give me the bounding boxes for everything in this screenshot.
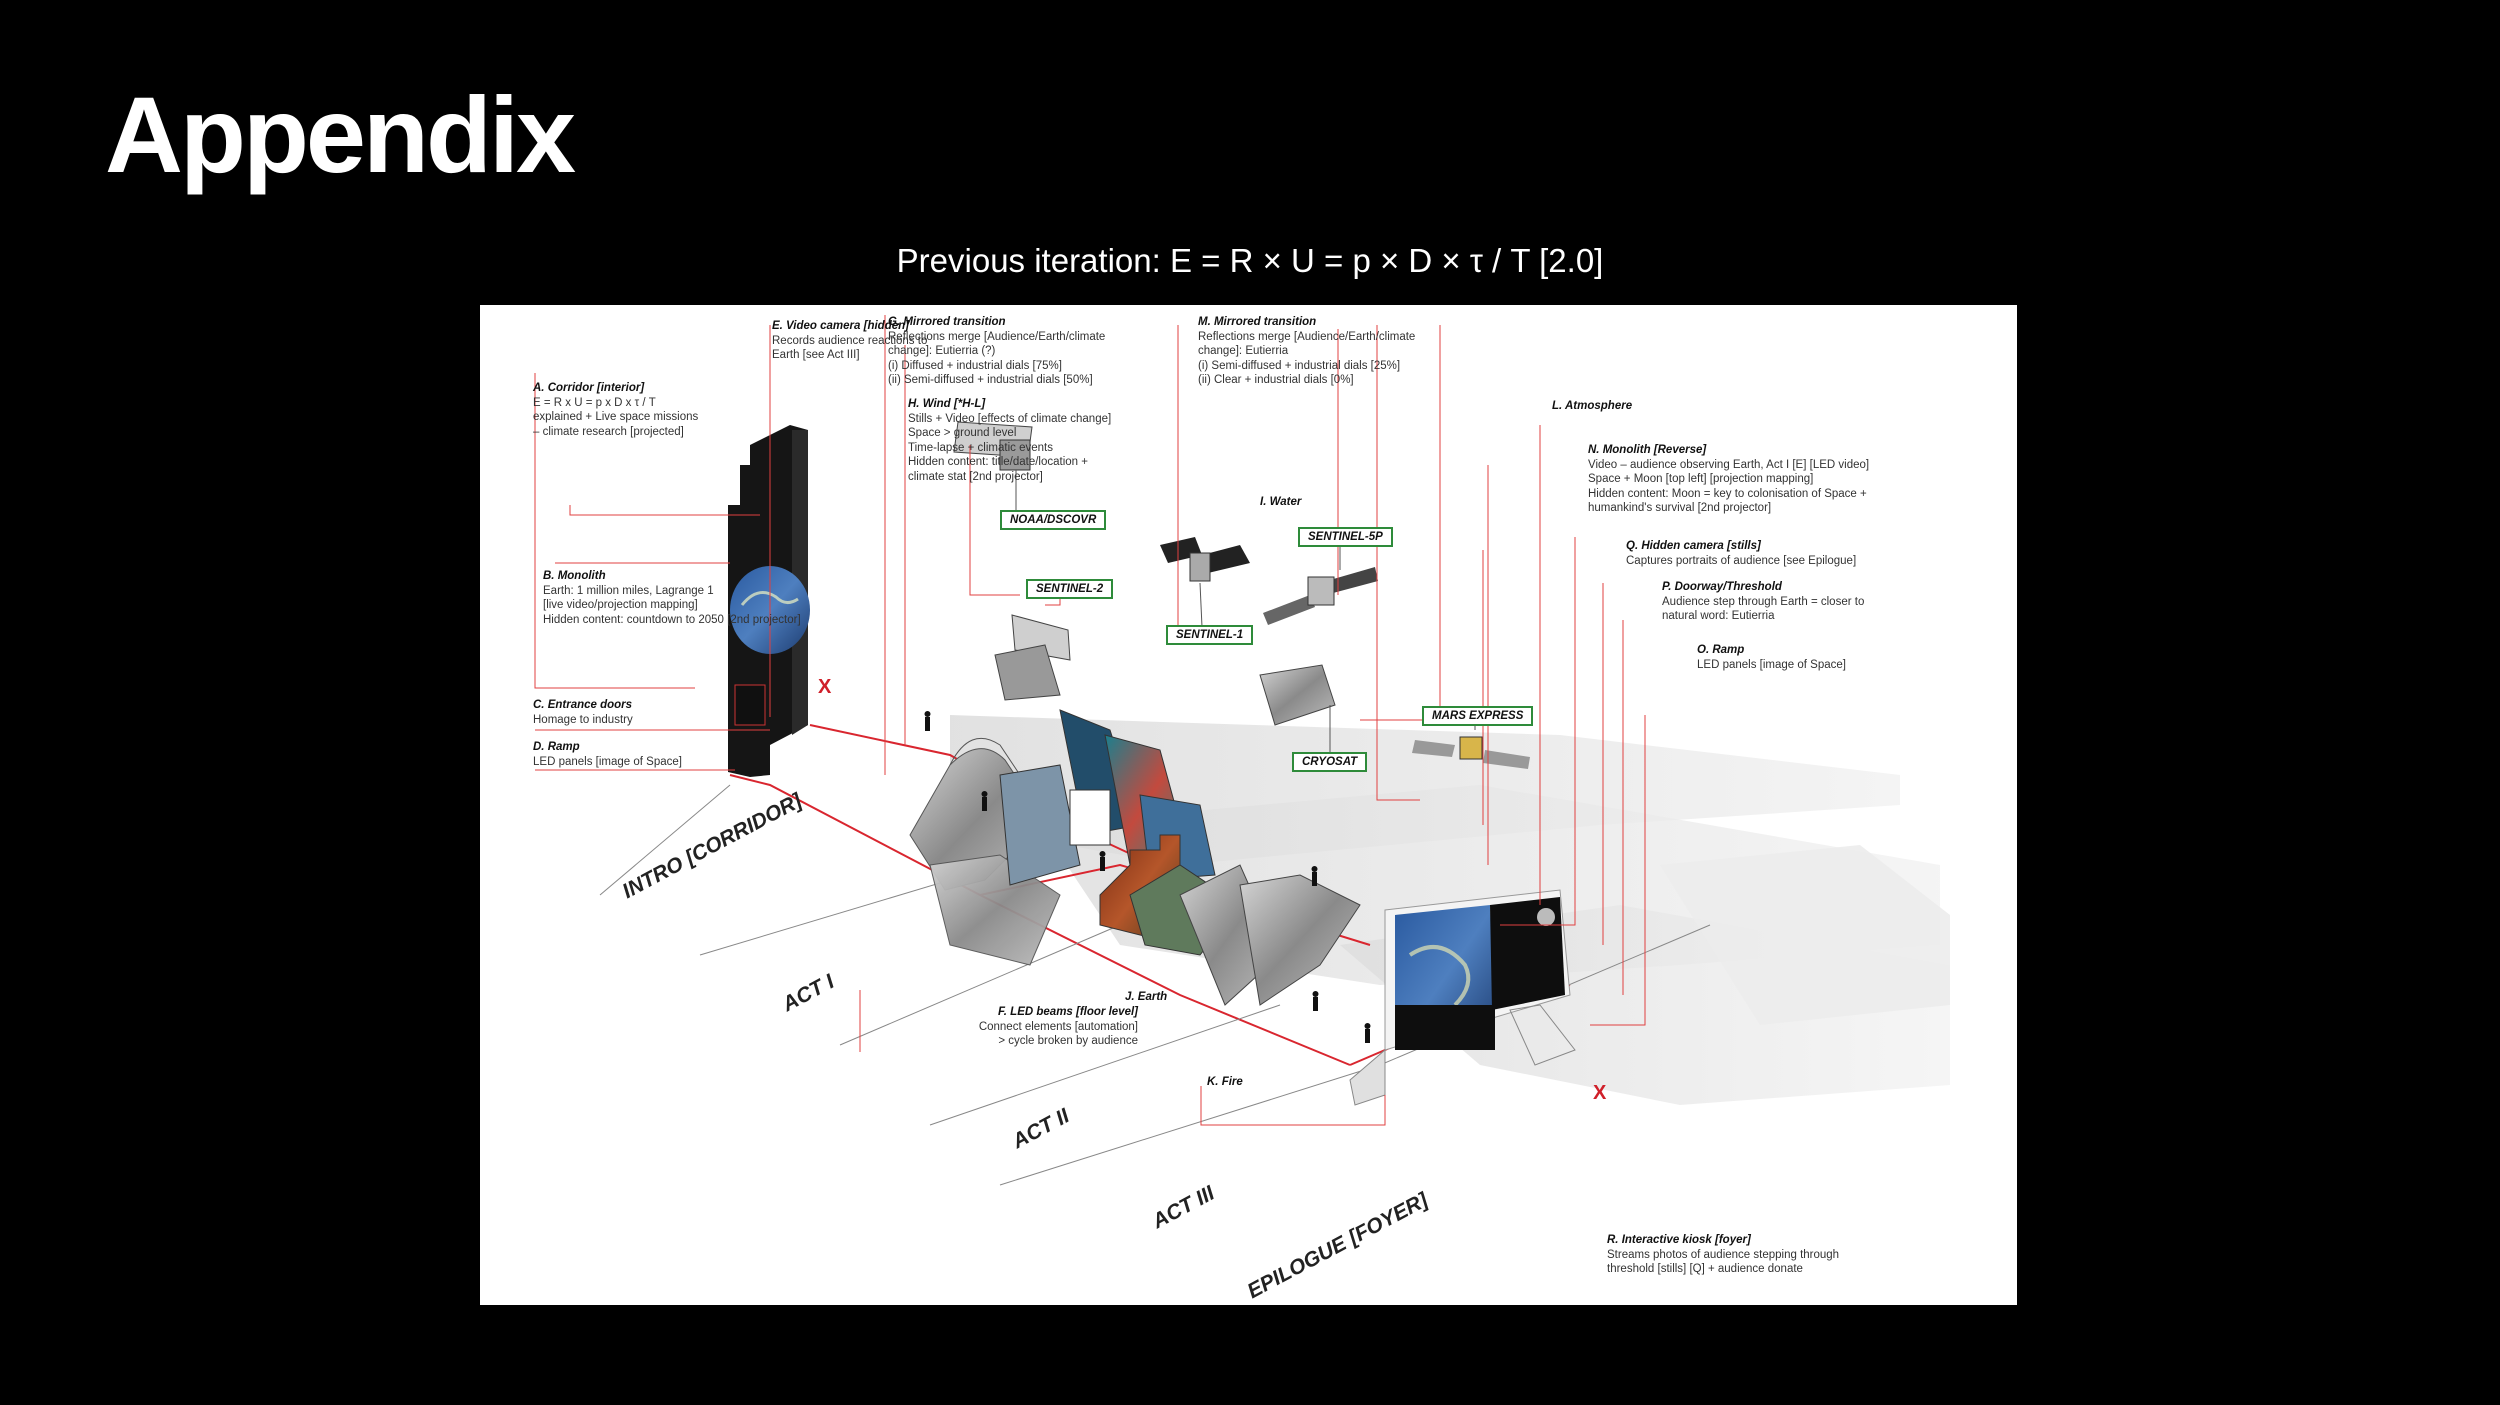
satellite-noaa-dscovr bbox=[953, 421, 1033, 515]
x-marker-b: X bbox=[818, 676, 832, 698]
exhibition-diagram: A. Corridor [interior]E = R x U = p x D … bbox=[480, 305, 2017, 1305]
annotation-l: L. Atmosphere bbox=[1552, 400, 1633, 412]
annotation-e: E. Video camera [hidden]Records audience… bbox=[772, 320, 928, 361]
annotation-n: N. Monolith [Reverse]Video – audience ob… bbox=[1588, 444, 1870, 514]
satellite-sentinel-2 bbox=[994, 614, 1071, 701]
slide-title: Appendix bbox=[105, 74, 576, 195]
satellite-sentinel-1 bbox=[1160, 537, 1250, 628]
annotation-r: R. Interactive kiosk [foyer]Streams phot… bbox=[1607, 1234, 1840, 1275]
tag-sentinel-2: SENTINEL-2 bbox=[1026, 579, 1114, 599]
tag-sentinel-1: SENTINEL-1 bbox=[1166, 625, 1254, 645]
annotation-q: Q. Hidden camera [stills]Captures portra… bbox=[1626, 540, 1857, 567]
x-marker-r: X bbox=[1593, 1082, 1607, 1104]
annotation-i: I. Water bbox=[1260, 496, 1302, 508]
annotation-k: K. Fire bbox=[1207, 1076, 1243, 1088]
annotation-leader-lines bbox=[534, 315, 1646, 1126]
annotation-h: H. Wind [*H-L]Stills + Video [effects of… bbox=[908, 398, 1112, 483]
tag-sentinel-5p: SENTINEL-5P bbox=[1298, 527, 1393, 547]
monolith-reverse bbox=[1349, 889, 1576, 1106]
satellite-sentinel-5p bbox=[1263, 537, 1378, 625]
annotation-a: A. Corridor [interior]E = R x U = p x D … bbox=[533, 382, 699, 438]
annotation-f: F. LED beams [floor level]Connect elemen… bbox=[978, 1006, 1138, 1047]
visitor-figures bbox=[924, 711, 1371, 1043]
monolith-front bbox=[728, 425, 810, 777]
satellite-mars-express bbox=[1412, 717, 1530, 769]
satellite-cryosat bbox=[1259, 664, 1336, 753]
tag-mars-express: MARS EXPRESS bbox=[1422, 706, 1534, 726]
diagram-drawing bbox=[534, 315, 1950, 1186]
annotation-j: J. Earth bbox=[1125, 991, 1168, 1003]
tag-cryosat: CRYOSAT bbox=[1292, 752, 1368, 772]
earth-fire-panels bbox=[1099, 834, 1361, 1006]
tag-noaa-dscovr: NOAA/DSCOVR bbox=[1000, 510, 1107, 530]
slide-subtitle: Previous iteration: E = R × U = p × D × … bbox=[896, 242, 1604, 279]
